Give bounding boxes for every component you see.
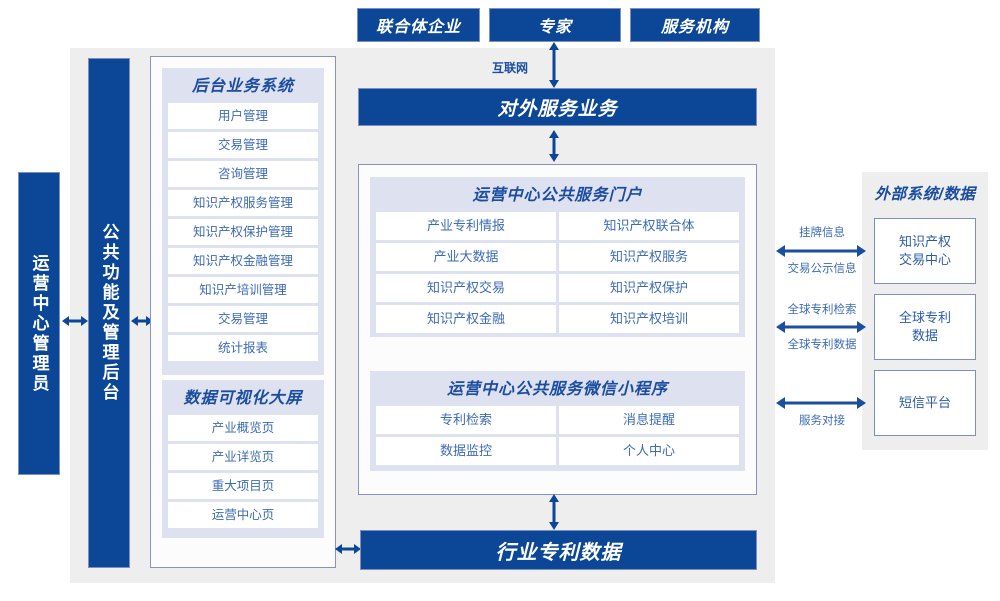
backend-item[interactable]: 知识产权金融管理 [168,248,318,274]
arrow-admin-to-common [62,313,88,329]
external-box-line1: 短信平台 [898,395,951,410]
external-box-sms-platform[interactable]: 短信平台 [874,370,976,436]
data-visualization-group: 数据可视化大屏 产业概览页 产业详览页 重大项目页 运营中心页 [162,380,324,538]
top-actor-label: 联合体企业 [375,19,461,36]
top-actor-label: 专家 [537,19,572,36]
portal-item[interactable]: 产业大数据 [376,243,556,271]
backend-item[interactable]: 知识产权保护管理 [168,219,318,245]
external-service-business-bar[interactable]: 对外服务业务 [358,88,757,126]
portal-item[interactable]: 知识产权服务 [559,243,739,271]
external-link-label-below: 全球专利数据 [787,339,857,351]
public-service-portal-title: 运营中心公共服务门户 [472,187,643,204]
top-actor-label: 服务机构 [660,19,729,36]
pillar-label: 运营中心管理员 [29,253,49,394]
bar-label: 对外服务业务 [497,98,618,120]
arrow-external-global-patent [776,319,866,335]
external-box-line1: 全球专利 [898,310,951,325]
miniprogram-item[interactable]: 专利检索 [376,406,556,434]
top-actor-联合体企业[interactable]: 联合体企业 [357,8,480,42]
external-box-line2: 交易中心 [898,252,951,267]
portal-item[interactable]: 知识产权交易 [376,274,556,302]
visualization-item[interactable]: 重大项目页 [168,473,318,499]
industry-patent-data-bar[interactable]: 行业专利数据 [360,530,757,570]
external-box-ip-exchange-center[interactable]: 知识产权 交易中心 [874,218,976,284]
external-link-label-above: 全球专利检索 [787,304,857,316]
portal-items-grid: 产业专利情报 知识产权联合体 产业大数据 知识产权服务 知识产权交易 知识产权保… [376,212,739,333]
public-service-portal-group: 运营中心公共服务门户 产业专利情报 知识产权联合体 产业大数据 知识产权服务 知… [370,177,745,337]
internet-label: 互联网 [492,61,529,75]
external-box-line2: 数据 [911,328,938,343]
backend-business-system-group: 后台业务系统 用户管理 交易管理 咨询管理 知识产权服务管理 知识产权保护管理 … [162,68,324,375]
portal-item[interactable]: 知识产权培训 [559,305,739,333]
external-link-label-below: 交易公示信息 [787,263,857,275]
arrow-internet [546,42,562,88]
miniprogram-item[interactable]: 个人中心 [559,437,739,465]
top-actor-专家[interactable]: 专家 [489,8,621,42]
backend-item[interactable]: 知识产培训管理 [168,277,318,303]
portal-item[interactable]: 知识产权联合体 [559,212,739,240]
backend-item[interactable]: 交易管理 [168,306,318,332]
wechat-miniprogram-group: 运营中心公共服务微信小程序 专利检索 消息提醒 数据监控 个人中心 [370,371,745,471]
arrow-common-to-backend [131,313,153,329]
bar-label: 行业专利数据 [495,541,622,564]
external-box-line1: 知识产权 [898,234,951,249]
external-box-global-patent-data[interactable]: 全球专利 数据 [874,294,976,360]
pillar-common-functions[interactable]: 公共功能及管理后台 [88,58,130,568]
top-actor-服务机构[interactable]: 服务机构 [630,8,760,42]
external-link-label-below: 服务对接 [799,415,845,427]
backend-item[interactable]: 交易管理 [168,132,318,158]
external-link-label-above: 挂牌信息 [799,227,845,239]
miniprogram-item[interactable]: 消息提醒 [559,406,739,434]
arrow-portal-to-patentdata [546,494,562,530]
data-visualization-title: 数据可视化大屏 [183,390,303,407]
visualization-item[interactable]: 产业概览页 [168,415,318,441]
backend-item[interactable]: 用户管理 [168,103,318,129]
arrow-visualization-to-patentdata [335,541,361,557]
portal-item[interactable]: 知识产权金融 [376,305,556,333]
visualization-item[interactable]: 运营中心页 [168,502,318,528]
backend-item[interactable]: 咨询管理 [168,161,318,187]
miniprogram-item[interactable]: 数据监控 [376,437,556,465]
arrow-service-to-portal [546,130,562,162]
arrow-external-sms [776,395,866,411]
backend-item[interactable]: 知识产权服务管理 [168,190,318,216]
pillar-label: 公共功能及管理后台 [99,223,119,403]
external-systems-title: 外部系统/数据 [874,186,976,203]
portal-item[interactable]: 知识产权保护 [559,274,739,302]
backend-business-system-title: 后台业务系统 [191,78,294,95]
pillar-operations-admin[interactable]: 运营中心管理员 [18,172,60,475]
arrow-external-ip-exchange [776,243,866,259]
miniprogram-items-grid: 专利检索 消息提醒 数据监控 个人中心 [376,406,739,465]
backend-item[interactable]: 统计报表 [168,335,318,361]
portal-item[interactable]: 产业专利情报 [376,212,556,240]
visualization-item[interactable]: 产业详览页 [168,444,318,470]
wechat-miniprogram-title: 运营中心公共服务微信小程序 [446,381,668,398]
